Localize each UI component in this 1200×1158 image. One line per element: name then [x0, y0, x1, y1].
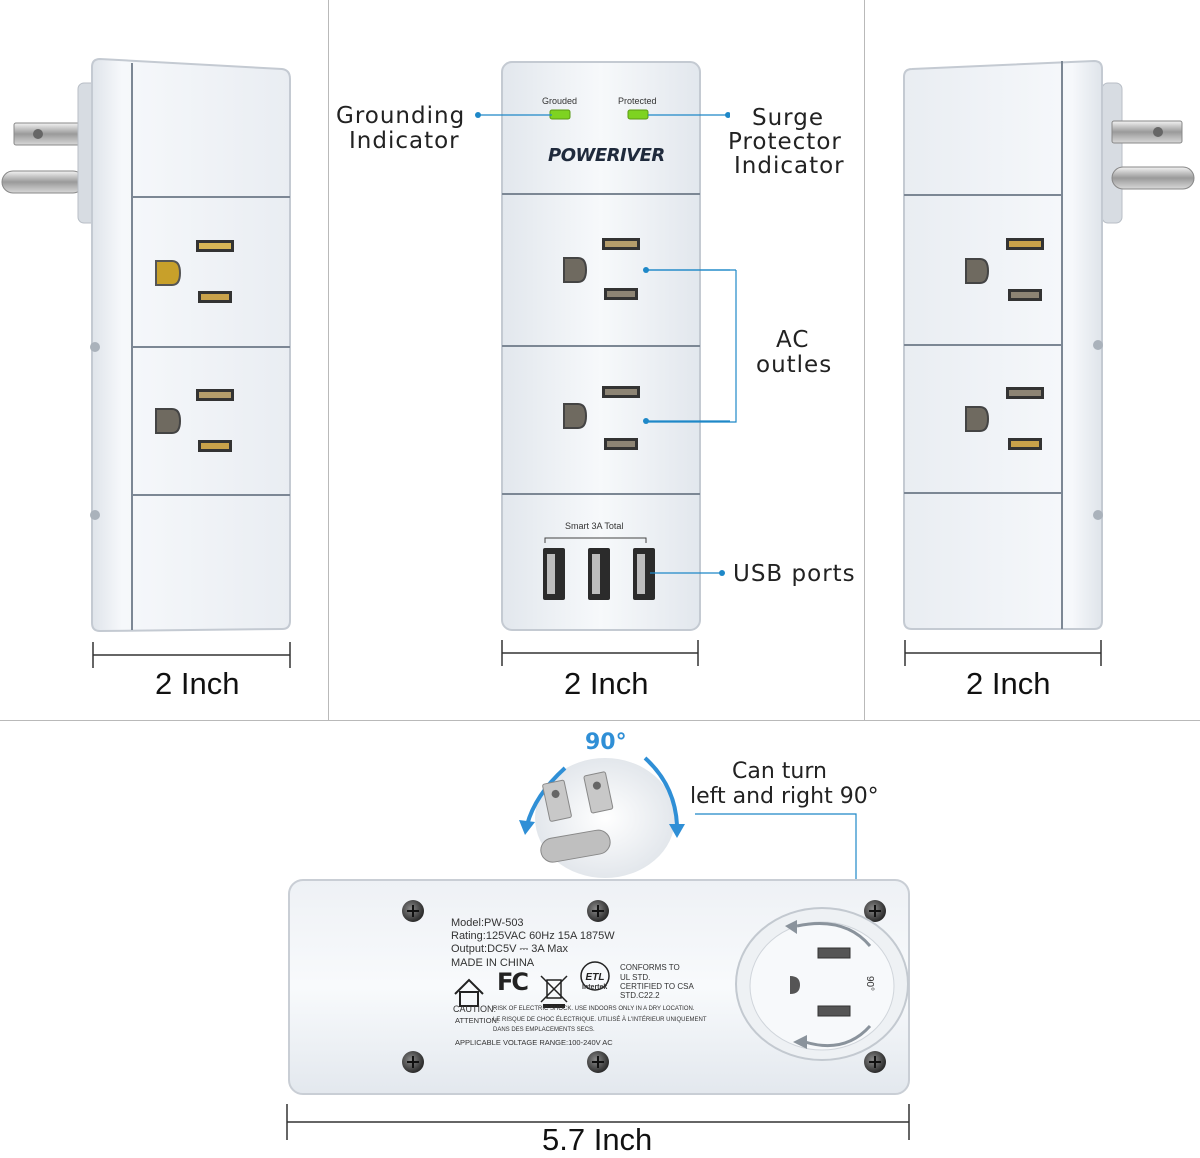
- center-dimension-line: [501, 640, 699, 666]
- screw: [587, 1051, 609, 1073]
- left-dimension-line: [92, 642, 291, 668]
- bottom-dimension-line: [286, 1104, 910, 1140]
- right-side-view: [903, 59, 1195, 630]
- usb-port-1: [543, 548, 565, 600]
- house-icon: [454, 978, 484, 1007]
- outlet-front-2: [563, 386, 640, 450]
- label-intertek: Intertek: [582, 984, 608, 991]
- divider-horizontal: [0, 720, 1200, 721]
- screw: [587, 900, 609, 922]
- right-dimension-label: 2 Inch: [966, 666, 1051, 701]
- outlet-left-2: [155, 389, 234, 452]
- usb-port-3: [633, 548, 655, 600]
- plug-angle-label: 90°: [864, 975, 876, 992]
- label-certified: CERTIFIED TO CSA: [620, 982, 694, 991]
- rotate-left-arrow: [525, 766, 567, 826]
- outlet-right-1: [965, 238, 1044, 301]
- surge-callout-line3: Indicator: [734, 153, 845, 179]
- turn-callout-line2: left and right 90°: [690, 784, 879, 809]
- label-ul-std: UL STD.: [620, 973, 651, 982]
- outlet-right-2: [965, 387, 1044, 450]
- plug-prong-hot: [13, 122, 85, 146]
- center-dimension-label: 2 Inch: [564, 666, 649, 701]
- protected-led-label: Protected: [618, 96, 657, 106]
- bottom-dimension-label: 5.7 Inch: [542, 1122, 653, 1157]
- turn-callout-line1: Can turn: [732, 759, 827, 784]
- screw: [402, 1051, 424, 1073]
- ac-callout-line2: outles: [756, 352, 833, 378]
- grounding-callout-line1: Grounding: [336, 103, 466, 129]
- divider-vertical-left: [328, 0, 329, 720]
- brand-logo: POWERIVER: [548, 145, 665, 166]
- usb-callout: USB ports: [733, 561, 856, 587]
- label-output: Output:DC5V ⎓ 3A Max: [451, 943, 568, 955]
- outlet-left-1: [155, 240, 234, 303]
- usb-caption: Smart 3A Total: [565, 521, 624, 531]
- label-caution-head: CAUTION:: [453, 1004, 497, 1014]
- fc-logo: FC: [497, 968, 529, 996]
- label-voltage-range: APPLICABLE VOLTAGE RANGE:100-240V AC: [455, 1038, 613, 1047]
- left-side-view: [1, 57, 291, 633]
- grounded-led-label: Grouded: [542, 96, 578, 106]
- label-model: Model:PW-503: [451, 917, 524, 929]
- label-attention-text: LE RISQUE DE CHOC ÉLECTRIQUE. UTILISÉ À …: [493, 1017, 707, 1023]
- plug-ground-pin: [1, 170, 85, 194]
- screw: [402, 900, 424, 922]
- front-view: [501, 61, 701, 631]
- usb-callout-line: [650, 570, 725, 576]
- etl-mark-icon: ETL: [580, 961, 610, 991]
- surge-callout-line2: Protector: [728, 129, 842, 155]
- label-rating: Rating:125VAC 60Hz 15A 1875W: [451, 930, 615, 942]
- screw: [864, 1051, 886, 1073]
- label-conforms: CONFORMS TO: [620, 963, 680, 972]
- back-view: ETL: [288, 879, 910, 1095]
- surge-callout-line1: Surge: [752, 105, 824, 131]
- label-std: STD.C22.2: [620, 991, 660, 1000]
- left-dimension-label: 2 Inch: [155, 666, 240, 701]
- right-dimension-line: [904, 640, 1102, 666]
- label-attention-head: ATTENTION:: [455, 1016, 500, 1025]
- rotating-plug-illustration: [519, 756, 685, 878]
- rotate-right-arrow: [643, 756, 679, 826]
- label-made-in: MADE IN CHINA: [451, 957, 535, 969]
- label-caution-text: RISK OF ELECTRIC SHOCK. USE INDOORS ONLY…: [493, 1006, 695, 1012]
- outlet-front-1: [563, 238, 640, 300]
- screw: [864, 900, 886, 922]
- ac-callout-line1: AC: [776, 327, 810, 353]
- usb-port-2: [588, 548, 610, 600]
- weee-bin-icon: [540, 975, 568, 1008]
- svg-text:ETL: ETL: [586, 972, 605, 983]
- ac-bracket: [646, 269, 737, 423]
- grounding-callout-line2: Indicator: [349, 128, 460, 154]
- rotation-angle-label: 90°: [585, 730, 627, 755]
- label-attention-text2: DANS DES EMPLACEMENTS SECS.: [493, 1027, 595, 1033]
- rotating-plug-disc: [735, 907, 909, 1061]
- divider-vertical-right: [864, 0, 865, 720]
- plug-ground-pin: [1111, 166, 1195, 190]
- plug-prong-hot: [1111, 120, 1183, 144]
